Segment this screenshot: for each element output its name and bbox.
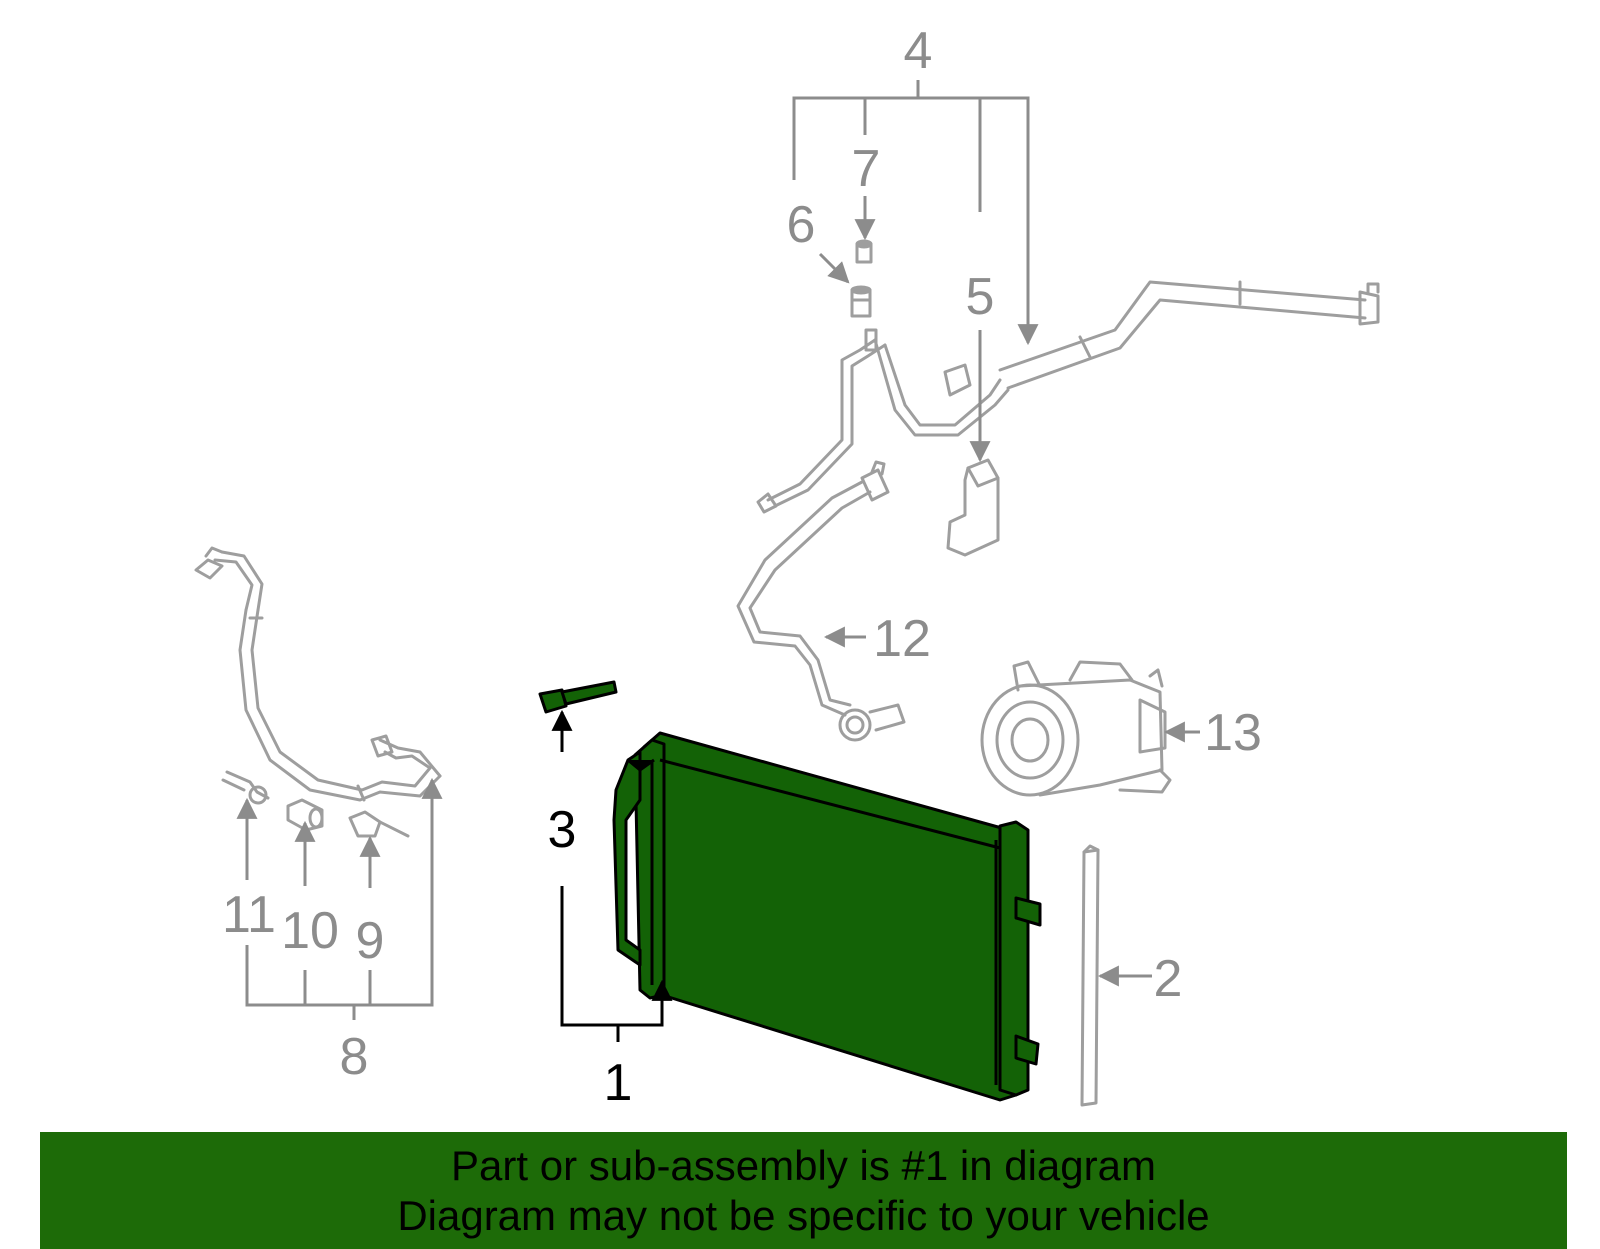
hose-part-12 [736, 460, 906, 742]
callout-8: 8 [340, 1028, 369, 1086]
banner-line-1: Part or sub-assembly is #1 in diagram [451, 1141, 1156, 1189]
callout-6: 6 [787, 196, 816, 254]
desiccant-part-3[interactable] [538, 680, 618, 714]
compressor-part-13 [980, 660, 1172, 797]
callout-9: 9 [356, 912, 385, 970]
callout-12: 12 [873, 610, 931, 668]
callout-4: 4 [904, 22, 933, 80]
callout-7: 7 [852, 140, 881, 198]
leader-1-bracket [560, 886, 673, 1027]
leader-6 [818, 252, 850, 284]
leader-8-bracket [245, 790, 434, 1007]
callout-1: 1 [604, 1054, 633, 1112]
ac-line-assembly-upper [756, 280, 1380, 514]
callout-11: 11 [222, 886, 276, 944]
condenser-part-1[interactable] [612, 731, 1042, 1102]
callout-13: 13 [1204, 704, 1262, 762]
banner-line-2: Diagram may not be specific to your vehi… [397, 1191, 1210, 1239]
callout-10: 10 [281, 902, 339, 960]
service-caps [850, 239, 873, 318]
sensors-parts-9-10-11 [221, 770, 410, 838]
info-banner: Part or sub-assembly is #1 in diagram Di… [40, 1132, 1567, 1249]
leader-4-bracket [792, 96, 1030, 340]
callout-5: 5 [966, 268, 995, 326]
bracket-part-5 [946, 458, 1000, 557]
callout-3: 3 [548, 801, 577, 859]
callout-2: 2 [1154, 950, 1183, 1008]
seal-strip-part-2 [1080, 844, 1100, 1107]
ac-line-part-8 [194, 546, 442, 802]
